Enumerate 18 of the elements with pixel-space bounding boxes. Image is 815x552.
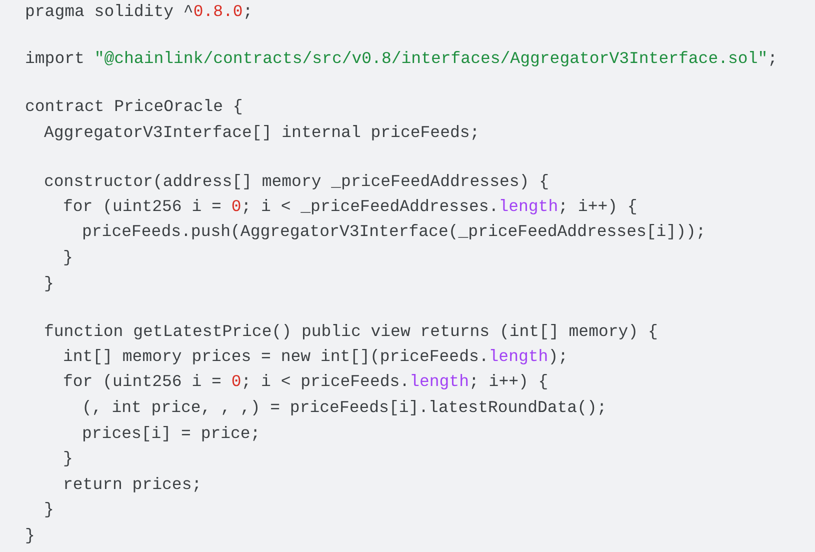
code-line: contract PriceOracle { [25, 96, 243, 118]
code-line: } [63, 247, 73, 269]
code-line: } [44, 499, 54, 521]
code-line: priceFeeds.push(AggregatorV3Interface(_priceFeedAddresses[i])); [82, 221, 706, 243]
code-line: } [63, 448, 73, 470]
code-line: prices[i] = price; [82, 423, 260, 445]
code-line: for (uint256 i = 0; i < priceFeeds.length; i++) { [63, 371, 548, 393]
code-line: return prices; [63, 474, 202, 496]
code-line: for (uint256 i = 0; i < _priceFeedAddresses.length; i++) { [63, 196, 638, 218]
code-line: import "@chainlink/contracts/src/v0.8/interfaces/AggregatorV3Interface.sol"; [25, 48, 778, 70]
code-line: function getLatestPrice() public view returns (int[] memory) { [44, 321, 658, 343]
code-line: (, int price, , ,) = priceFeeds[i].latestRoundData(); [82, 397, 607, 419]
code-line: int[] memory prices = new int[](priceFeeds.length); [63, 346, 568, 368]
code-line: } [25, 525, 35, 547]
code-line: pragma solidity ^0.8.0; [25, 1, 253, 23]
code-line: AggregatorV3Interface[] internal priceFeeds; [44, 122, 480, 144]
code-line: } [44, 273, 54, 295]
code-line: constructor(address[] memory _priceFeedAddresses) { [44, 171, 549, 193]
